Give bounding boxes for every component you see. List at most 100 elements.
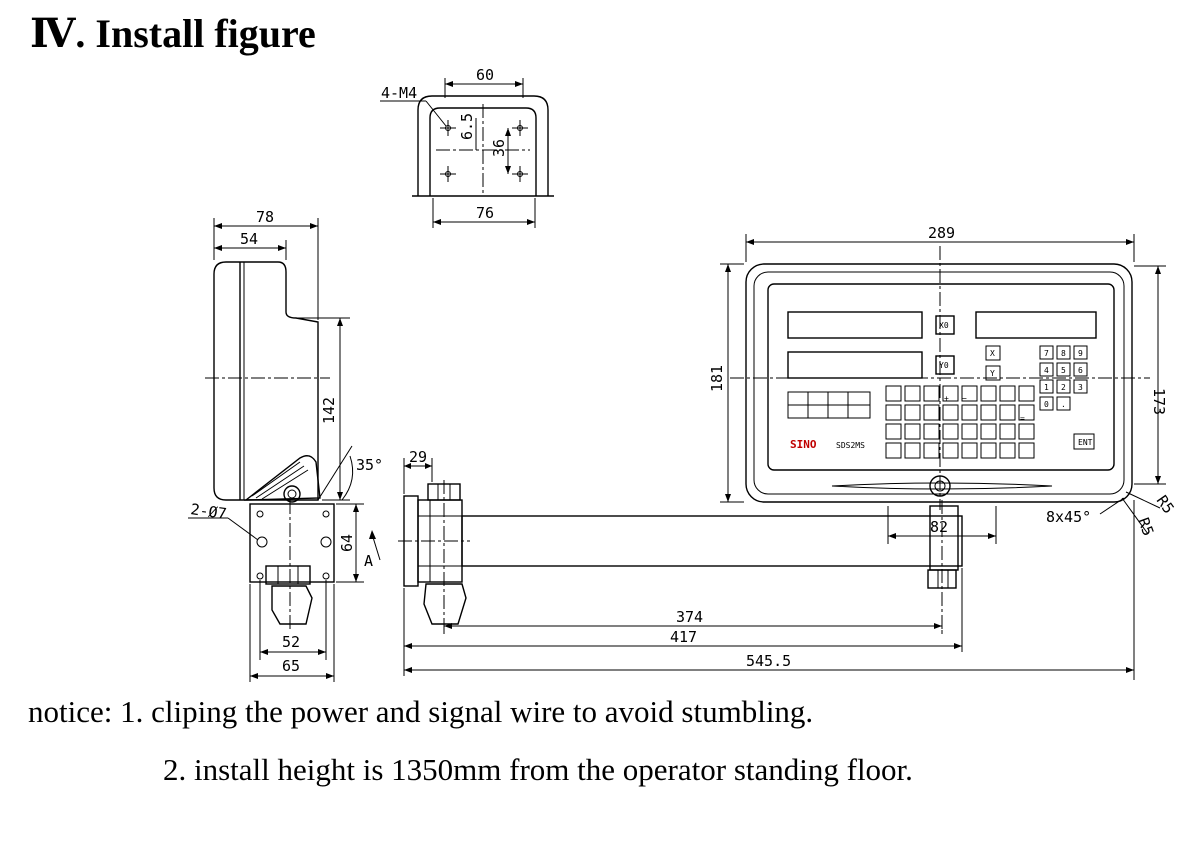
notice-line-1: notice: 1. cliping the power and signal …: [28, 694, 814, 729]
dim-52: 52: [282, 633, 300, 651]
dim-78: 78: [256, 208, 274, 226]
y-axis-display: [787, 351, 923, 379]
digit-key: [1073, 379, 1088, 394]
x-key-label: X: [990, 349, 995, 358]
mounting-hole-marks: [440, 120, 528, 182]
dim-60: 60: [476, 66, 494, 84]
keypad-key: [961, 423, 978, 440]
model-label: SDS2MS: [836, 441, 865, 450]
view-label-a: A: [364, 552, 373, 570]
keypad-key: [999, 442, 1016, 459]
dim-r5-bottom: R5: [1134, 515, 1157, 538]
keypad-key: [942, 423, 959, 440]
keypad-key: [999, 423, 1016, 440]
dim-64: 64: [338, 534, 356, 552]
keypad-key: [904, 385, 921, 402]
keypad-key: [923, 385, 940, 402]
operator-key-label: +: [944, 394, 949, 403]
y0-key: [935, 355, 955, 375]
keypad-key: [923, 442, 940, 459]
dim-chamfer: 8x45°: [1046, 508, 1091, 526]
keypad-key: [904, 404, 921, 421]
enter-key: [1073, 433, 1095, 450]
keypad-key: [1018, 423, 1035, 440]
digit-key: [1056, 345, 1071, 360]
digit-key: [1039, 379, 1054, 394]
dim-181: 181: [708, 365, 726, 392]
keypad-key: [961, 404, 978, 421]
dim-6-5: 6.5: [458, 113, 476, 140]
dim-65: 65: [282, 657, 300, 675]
x-axis-display: [787, 311, 923, 339]
keypad-key: [885, 385, 902, 402]
dim-82: 82: [930, 518, 948, 536]
dim-r5-top: R5: [1153, 492, 1178, 517]
digit-key: [1073, 345, 1088, 360]
digit-key-label: 2: [1061, 383, 1066, 392]
y0-key-label: Y0: [939, 361, 949, 370]
digit-key-label: 8: [1061, 349, 1066, 358]
keypad-key: [1018, 442, 1035, 459]
dim-76: 76: [476, 204, 494, 222]
digit-key: [1056, 396, 1071, 411]
y-key: [985, 365, 1001, 381]
keypad-key: [885, 404, 902, 421]
dim-4-m4: 4-M4: [381, 84, 417, 102]
x0-key: [935, 315, 955, 335]
keypad-key: [885, 442, 902, 459]
keypad-key: [1018, 385, 1035, 402]
operator-key-label: =: [1020, 414, 1025, 423]
dim-173: 173: [1150, 388, 1168, 415]
dim-29: 29: [409, 448, 427, 466]
dim-374: 374: [676, 608, 703, 626]
digit-key: [1073, 362, 1088, 377]
digit-key-label: .: [1061, 400, 1066, 409]
top-bracket-view: 60 4-M4 6.5 36 76: [380, 66, 554, 228]
section-heading: Ⅳ. Install figure: [30, 11, 316, 56]
keypad-key: [999, 404, 1016, 421]
keypad-key: [923, 404, 940, 421]
digit-key: [1056, 379, 1071, 394]
keypad-key: [904, 442, 921, 459]
y-key-label: Y: [990, 369, 995, 378]
x0-key-label: X0: [939, 321, 949, 330]
keypad-key: [961, 385, 978, 402]
dim-2-phi7: 2-Ø7: [189, 500, 227, 523]
digit-key-label: 6: [1078, 366, 1083, 375]
digit-key: [1039, 345, 1054, 360]
digit-key-label: 7: [1044, 349, 1049, 358]
keypad-key: [999, 385, 1016, 402]
side-view: 78 54 142 35° 2-Ø7 64: [188, 208, 383, 682]
keypad-key: [980, 442, 997, 459]
brand-logo: SINO: [790, 438, 817, 451]
digit-key-label: 0: [1044, 400, 1049, 409]
dim-289: 289: [928, 224, 955, 242]
digit-key: [1039, 396, 1054, 411]
digit-key-label: 3: [1078, 383, 1083, 392]
digit-key-label: 5: [1061, 366, 1066, 375]
digit-key-label: 1: [1044, 383, 1049, 392]
keypad-key: [980, 385, 997, 402]
digit-key: [1056, 362, 1071, 377]
keypad-key: [942, 385, 959, 402]
digit-key: [1039, 362, 1054, 377]
dim-142: 142: [320, 397, 338, 424]
dim-417: 417: [670, 628, 697, 646]
keypad-key: [923, 423, 940, 440]
keypad-key: [980, 423, 997, 440]
dim-36: 36: [490, 139, 508, 157]
arm-view: 29 374 417 545.5 82: [398, 448, 1135, 680]
keypad-key: [885, 423, 902, 440]
keypad-key: [1018, 404, 1035, 421]
keypad-key: [904, 423, 921, 440]
x-key: [985, 345, 1001, 361]
keypad-key: [942, 404, 959, 421]
digit-key-label: 4: [1044, 366, 1049, 375]
dim-545-5: 545.5: [746, 652, 791, 670]
notice-line-2: 2. install height is 1350mm from the ope…: [163, 752, 913, 787]
digit-key-label: 9: [1078, 349, 1083, 358]
